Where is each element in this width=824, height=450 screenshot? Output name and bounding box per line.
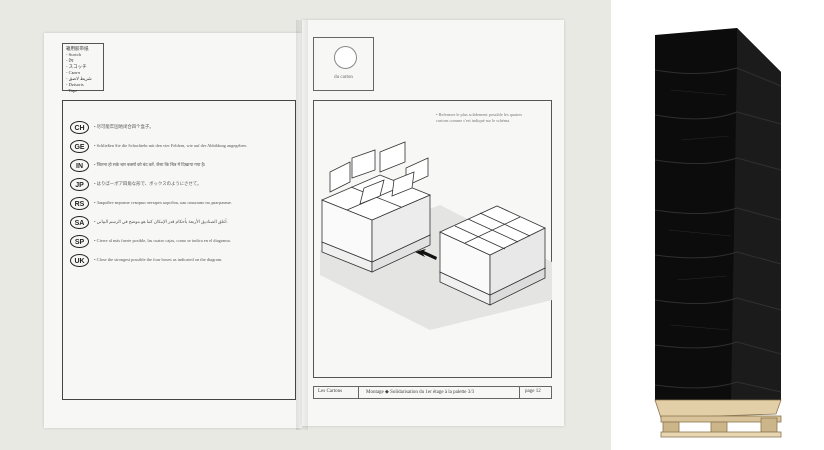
tape-roll-icon: [334, 46, 357, 69]
footer-page-number: page 12: [525, 389, 541, 394]
logo-box: du carton: [313, 37, 374, 91]
page-footer: Les Cartons Montage ◆ Solidarisation du …: [313, 386, 552, 399]
tape-legend-box: 箱用胶带纸 - Scotch - टेप - スコッチ - Скотч - شر…: [62, 43, 104, 93]
language-text: • Schließen Sie die Schachteln mit den v…: [94, 143, 247, 148]
legend-line: - Tape: [66, 88, 78, 93]
legend-line: - スコッチ: [66, 64, 87, 69]
wrapped-tower-illustration: [654, 28, 782, 438]
legend-line: - Dzisoris: [66, 82, 84, 87]
language-badge: RS: [70, 197, 89, 210]
language-text: • Close the strongest possible the four …: [94, 257, 223, 262]
language-badge: CH: [70, 121, 89, 134]
legend-line: - Scotch: [66, 52, 81, 57]
closed-boxes-on-pallet-illustration: [439, 205, 546, 306]
language-badge: SA: [70, 216, 89, 229]
booklet-spine: [296, 20, 308, 430]
language-text: • はりぼーポア四角な形で、ボックスのようにさせて。: [94, 181, 202, 186]
instruction-line: cartons comme c'est indiqué sur le schém…: [436, 117, 511, 123]
box-assembly-diagram: [320, 141, 552, 330]
language-text: • Закройте верхние створки четырех короб…: [94, 200, 232, 205]
arrow-icon: [415, 249, 437, 260]
booklet-left-page: [44, 33, 302, 428]
assembly-diagram-frame: [313, 100, 552, 378]
wooden-pallet: [654, 399, 782, 438]
language-badge: IN: [70, 159, 89, 172]
language-badge: GE: [70, 140, 89, 153]
language-text: • أغلق الصناديق الأربعة بأحكام قدر الإمك…: [94, 219, 228, 224]
language-text: • 尽可能牢固地闭合四个盒子。: [94, 124, 154, 129]
language-badge: SP: [70, 235, 89, 248]
language-badge: JP: [70, 178, 89, 191]
language-instructions-frame: [62, 100, 296, 400]
instruction-line: • Refermez le plus solidement possible l…: [436, 112, 523, 117]
legend-line: - شريط لاصق: [66, 76, 92, 81]
legend-line: - Скотч: [66, 70, 81, 75]
language-text: • जितना हो सके चार बक्सों को बंद करें, ज…: [94, 162, 206, 167]
legend-line: - टेप: [66, 58, 74, 63]
legend-line: 箱用胶带纸: [66, 46, 89, 51]
footer-step-title: Montage ◆ Solidarisation du 1er étage à …: [366, 390, 475, 395]
open-boxes-on-pallet-illustration: [320, 141, 432, 273]
diagram-instruction: • Refermez le plus solidement possible l…: [436, 112, 546, 123]
language-badge: UK: [70, 254, 89, 267]
language-text: • Cierre al más fuerte posible, las cuat…: [94, 238, 231, 243]
logo-caption: du carton: [334, 75, 353, 80]
footer-section-title: Les Cartons: [318, 389, 343, 394]
